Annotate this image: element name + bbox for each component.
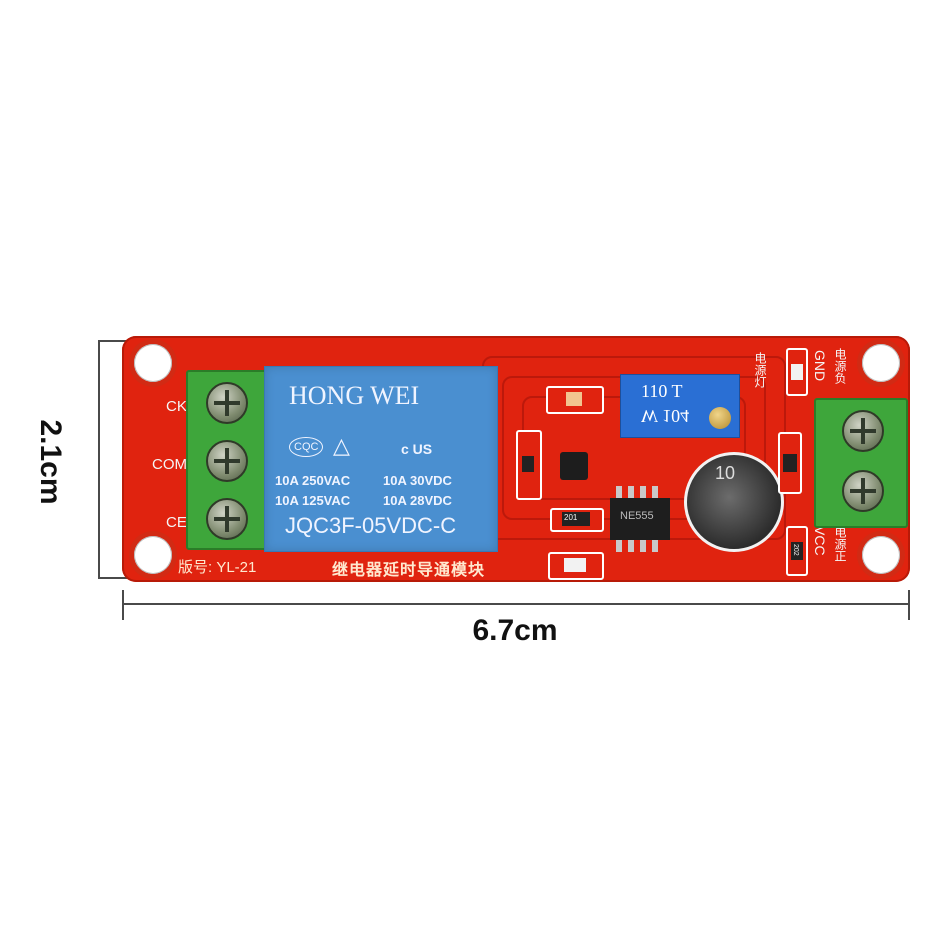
ic-pins-bottom: [616, 540, 664, 552]
transistor: [560, 452, 588, 480]
height-dimension-label: 2.1cm: [34, 419, 67, 505]
relay-model: JQC3F-05VDC-C: [285, 513, 457, 538]
ic-pins-top: [616, 486, 664, 498]
smd-led: [548, 552, 604, 580]
potentiometer-knob[interactable]: [709, 407, 731, 429]
relay-module-board: CK COM CE HONG WEI CQC △ c US 10A 250VAC…: [122, 336, 910, 582]
capacitor-marking: 10: [715, 463, 736, 483]
resistor-202: 202: [786, 526, 808, 576]
height-dimension-top-tick: [98, 340, 130, 342]
mounting-hole: [134, 344, 172, 382]
timer-ic: NE555: [610, 498, 670, 540]
board-model-label: 版号: YL-21: [178, 559, 257, 576]
screw-terminal-vcc[interactable]: [842, 470, 884, 512]
relay-rating-1a: 10A 250VAC: [275, 473, 351, 488]
gnd-cn-label: 电源负: [833, 348, 847, 384]
power-terminal-block: [814, 398, 908, 528]
potentiometer[interactable]: 110 T W 104: [620, 374, 740, 438]
terminal-label-ck: CK: [166, 398, 187, 415]
power-led-label: 电源灯: [753, 352, 767, 388]
mounting-hole: [862, 344, 900, 382]
width-dimension-line: [122, 603, 910, 605]
height-dimension-bottom-tick: [98, 577, 130, 579]
board-module-label: 继电器延时导通模块: [332, 562, 486, 579]
width-dimension-left-tick: [122, 590, 124, 620]
relay-cert-cqc: CQC: [289, 437, 324, 457]
diode: [516, 430, 542, 500]
power-led: [786, 348, 808, 396]
screw-terminal-ck[interactable]: [206, 382, 248, 424]
screw-terminal-ce[interactable]: [206, 498, 248, 540]
potentiometer-marking-1: 110 T: [641, 381, 683, 401]
warning-triangle-icon: △: [333, 433, 350, 458]
mounting-hole: [134, 536, 172, 574]
screw-terminal-com[interactable]: [206, 440, 248, 482]
gnd-label: GND: [812, 350, 828, 382]
resistor-201: 201: [550, 508, 604, 532]
mounting-hole: [862, 536, 900, 574]
relay: HONG WEI CQC △ c US 10A 250VAC 10A 30VDC…: [264, 366, 498, 552]
smd-component: [778, 432, 802, 494]
width-dimension-label: 6.7cm: [472, 614, 558, 647]
relay-rating-1b: 10A 30VDC: [383, 473, 452, 488]
relay-rating-2b: 10A 28VDC: [383, 493, 452, 508]
height-dimension-line: [98, 340, 100, 579]
terminal-label-com: COM: [152, 456, 187, 473]
relay-rating-2a: 10A 125VAC: [275, 493, 351, 508]
relay-brand: HONG WEI: [289, 381, 420, 410]
smd-component: [546, 386, 604, 414]
vcc-label: VCC: [812, 526, 828, 556]
screw-terminal-gnd[interactable]: [842, 410, 884, 452]
vcc-cn-label: 电源正: [833, 526, 847, 562]
output-terminal-block: [186, 370, 268, 550]
ic-label: NE555: [620, 510, 654, 522]
terminal-label-ce: CE: [166, 514, 187, 531]
potentiometer-marking-2: W 104: [641, 406, 690, 426]
electrolytic-capacitor: 10: [684, 452, 784, 552]
relay-cert-ul: c US: [401, 441, 433, 457]
width-dimension-right-tick: [908, 590, 910, 620]
